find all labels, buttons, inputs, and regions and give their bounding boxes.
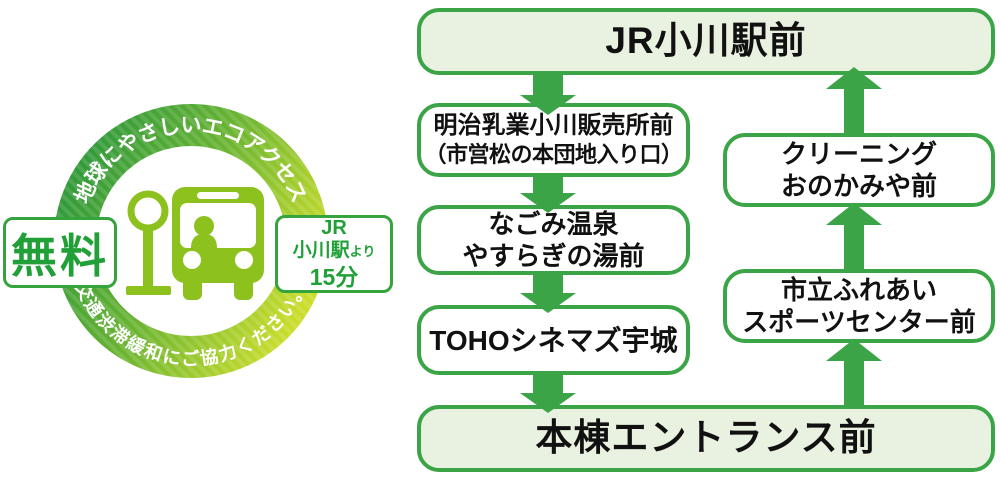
arrow-up-1	[826, 339, 882, 407]
access-time-badge: JR 小川駅より 15分	[275, 215, 393, 293]
stop-label-line1: 明治乳業小川販売所前	[433, 112, 674, 140]
access-time-line2: 小川駅より	[292, 240, 376, 261]
stop-cleaning-onokamiya: クリーニング おのかみや前	[723, 133, 995, 207]
stop-sports-center: 市立ふれあい スポーツセンター前	[723, 269, 995, 343]
stop-nagomi-onsen: なごみ温泉 やすらぎの湯前	[417, 205, 690, 275]
access-time-line3: 15分	[309, 264, 359, 290]
stop-label-line1: クリーニング	[780, 138, 937, 169]
stop-label-line2: （市営松の本団地入り口）	[424, 142, 683, 168]
stop-meiji-dairy: 明治乳業小川販売所前 （市営松の本団地入り口）	[417, 103, 690, 177]
stop-label-line2: スポーツセンター前	[742, 307, 976, 337]
stop-label-line1: なごみ温泉	[488, 208, 619, 239]
eco-badge: 地球にやさしいエコアクセス 交通渋滞緩和にご協力ください。	[54, 104, 328, 378]
stop-label: JR小川駅前	[605, 20, 807, 62]
free-badge-label: 無料	[11, 229, 109, 282]
access-time-line1: JR	[321, 217, 347, 239]
stop-toho-cinemas: TOHOシネマズ宇城	[417, 305, 690, 375]
stop-label-line2: おのかみや前	[780, 171, 937, 201]
arrow-up-2	[826, 203, 882, 269]
bus-stop-sign-icon	[126, 190, 171, 295]
stop-label-line1: 市立ふれあい	[780, 274, 937, 305]
bus-icon	[172, 187, 264, 300]
stop-label-line1: TOHOシネマズ宇城	[429, 324, 678, 356]
free-badge: 無料	[3, 217, 117, 288]
stop-jr-ogawa-station: JR小川駅前	[417, 8, 995, 75]
stop-label: 本棟エントランス前	[535, 417, 877, 459]
stop-main-entrance: 本棟エントランス前	[417, 405, 995, 472]
arrow-up-3	[826, 67, 882, 133]
stop-label-line2: やすらぎの湯前	[462, 241, 645, 271]
